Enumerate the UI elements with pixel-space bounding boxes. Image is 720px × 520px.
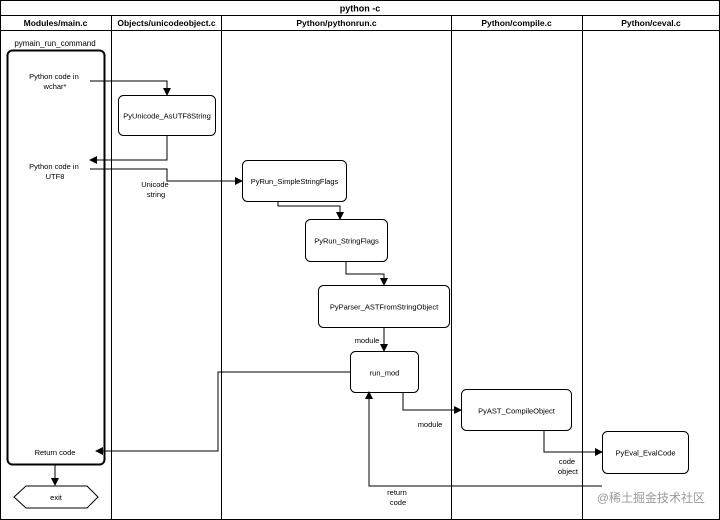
lane-header-unicodeobject: Objects/unicodeobject.c (117, 18, 216, 28)
edge-wchar-to-asutf8 (90, 80, 171, 96)
pymain-run-command-label: pymain_run_command (14, 39, 95, 48)
box-pyrun-stringflags: PyRun_StringFlags (305, 219, 388, 262)
python-code-utf8-line2: UTF8 (46, 172, 65, 181)
python-code-wchar-line2: wchar* (43, 82, 67, 91)
box-pyunicode-asutf8string-label: PyUnicode_AsUTF8String (123, 112, 211, 121)
python-code-wchar-text: Python code in wchar* (29, 72, 81, 91)
edge-stringflags-to-parser (345, 262, 388, 286)
box-pyrun-simplestringflags: PyRun_SimpleStringFlags (242, 160, 347, 202)
edge-label-return-code: return code (387, 488, 409, 507)
lane-header-pythonrun: Python/pythonrun.c (296, 18, 377, 28)
pool-title: python -c (340, 4, 381, 14)
edge-runmod-to-returncode (95, 371, 350, 455)
lane-header-main: Modules/main.c (24, 18, 88, 28)
watermark-text: @稀土掘金技术社区 (597, 490, 705, 505)
box-pyast-compileobject-label: PyAST_CompileObject (478, 407, 556, 416)
edge-evalcode-to-runmod (365, 391, 602, 487)
edge-simplestring-to-stringflags (277, 202, 344, 220)
box-pyeval-evalcode-label: PyEval_EvalCode (615, 449, 675, 458)
pymain-run-command-group (6, 49, 106, 466)
connectors (51, 80, 603, 487)
edge-label-return-code-line2: code (390, 498, 406, 507)
box-pyast-compileobject: PyAST_CompileObject (461, 389, 572, 431)
lane-header-ceval: Python/ceval.c (621, 18, 681, 28)
exit-terminator: exit (13, 485, 99, 509)
return-code-text: Return code (35, 448, 76, 457)
box-pyparser-astfromstringobject-label: PyParser_ASTFromStringObject (330, 303, 439, 312)
box-pyrun-stringflags-label: PyRun_StringFlags (314, 237, 379, 246)
edge-label-unicode-string: Unicode string (141, 180, 171, 199)
edge-label-unicode-line1: Unicode (141, 180, 169, 189)
edge-label-unicode-line2: string (147, 190, 165, 199)
edge-label-code-object-line2: object (558, 467, 579, 476)
lane-header-compile: Python/compile.c (481, 18, 552, 28)
box-pyunicode-asutf8string: PyUnicode_AsUTF8String (118, 95, 216, 136)
box-run-mod: run_mod (350, 351, 419, 393)
box-pyparser-astfromstringobject: PyParser_ASTFromStringObject (318, 285, 450, 328)
edge-compileobject-to-evalcode (543, 431, 603, 456)
edge-label-module-a: module (355, 336, 380, 345)
edge-utf8-to-simplestring (90, 168, 243, 185)
python-code-utf8-line1: Python code in (29, 162, 79, 171)
edge-runmod-to-compileobject (402, 393, 462, 414)
box-run-mod-label: run_mod (370, 369, 400, 378)
edge-asutf8-to-utf8 (89, 136, 168, 164)
python-code-utf8-text: Python code in UTF8 (29, 162, 81, 181)
edge-label-module-b: module (418, 420, 443, 429)
edge-label-code-object: code object (558, 457, 579, 476)
edge-label-return-code-line1: return (387, 488, 407, 497)
box-pyrun-simplestringflags-label: PyRun_SimpleStringFlags (251, 177, 339, 186)
python-code-wchar-line1: Python code in (29, 72, 79, 81)
edge-label-code-object-line1: code (559, 457, 575, 466)
box-pyeval-evalcode: PyEval_EvalCode (602, 431, 689, 474)
exit-label: exit (50, 493, 63, 502)
